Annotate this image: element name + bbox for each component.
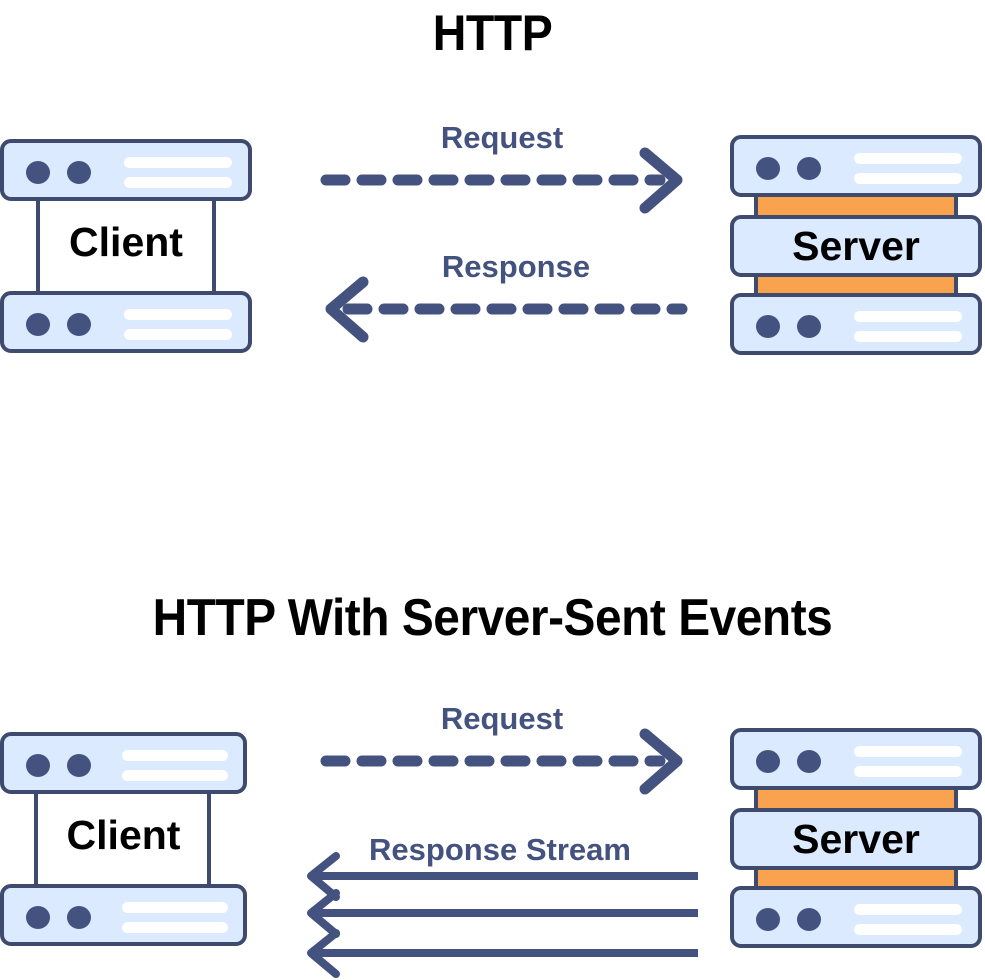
rack-slot-bar xyxy=(122,770,228,781)
arrow-left-icon xyxy=(307,852,698,978)
server-rack-unit-top xyxy=(730,135,982,197)
flow-label-response-stream: Response Stream xyxy=(369,832,631,867)
section-http: HTTP Client xyxy=(0,5,982,355)
led-dot-icon xyxy=(26,313,50,336)
rack-slot-bar xyxy=(854,311,962,322)
led-dot-icon xyxy=(67,906,91,929)
rack-slot-bar xyxy=(854,924,962,935)
rack-slot-bar xyxy=(854,766,962,777)
client-rack-unit-bottom xyxy=(0,291,252,353)
rack-slot-bar xyxy=(854,153,962,164)
rack-slot-bar xyxy=(854,904,962,915)
led-dot-icon xyxy=(67,161,91,184)
rack-slot-bar xyxy=(122,750,228,761)
server-label: Server xyxy=(792,223,920,269)
led-dot-icon xyxy=(756,157,780,180)
led-dot-icon xyxy=(26,906,50,929)
client-rack-icon: Client xyxy=(0,732,247,947)
led-dot-icon xyxy=(26,754,50,777)
arrow-right-icon xyxy=(320,147,683,214)
rack-slot-bar xyxy=(122,922,228,933)
led-dot-icon xyxy=(756,315,780,338)
flow-label-request: Request xyxy=(440,120,564,155)
led-dot-icon xyxy=(797,315,821,338)
rack-connector-right xyxy=(207,792,211,897)
client-rack-unit-top xyxy=(0,139,252,201)
led-dot-icon xyxy=(756,908,780,931)
rack-slot-bar xyxy=(124,177,232,188)
server-rack-unit-top xyxy=(730,728,982,790)
server-accent-bar xyxy=(754,786,958,812)
server-rack-unit-bottom xyxy=(730,886,982,948)
client-label: Client xyxy=(69,219,183,265)
rack-slot-bar xyxy=(854,746,962,757)
server-rack-unit-middle: Server xyxy=(730,215,982,277)
client-rack-unit-top xyxy=(0,732,247,794)
led-dot-icon xyxy=(26,161,50,184)
rack-slot-bar xyxy=(124,329,232,340)
led-dot-icon xyxy=(797,157,821,180)
rack-slot-bar xyxy=(122,902,228,913)
arrow-right-icon xyxy=(320,728,683,795)
server-rack-icon: Server xyxy=(730,135,982,355)
led-dot-icon xyxy=(756,750,780,773)
arrow-left-icon xyxy=(325,276,688,343)
flow-label-response: Response xyxy=(441,249,591,284)
rack-connector-left xyxy=(34,792,38,897)
rack-slot-bar xyxy=(854,173,962,184)
client-rack-icon: Client xyxy=(0,139,252,354)
client-rack-unit-bottom xyxy=(0,884,247,946)
flow-label-request: Request xyxy=(440,701,564,736)
server-accent-bar xyxy=(754,193,958,219)
server-rack-unit-bottom xyxy=(730,293,982,355)
rack-slot-bar xyxy=(854,331,962,342)
rack-slot-bar xyxy=(124,157,232,168)
rack-connector-right xyxy=(212,199,216,304)
page-title-sse: HTTP With Server-Sent Events xyxy=(152,589,833,647)
led-dot-icon xyxy=(67,754,91,777)
rack-slot-bar xyxy=(124,309,232,320)
led-dot-icon xyxy=(67,313,91,336)
page-title-http: HTTP xyxy=(432,5,553,61)
led-dot-icon xyxy=(797,908,821,931)
client-label: Client xyxy=(66,812,181,858)
rack-connector-left xyxy=(36,199,40,304)
server-rack-icon: Server xyxy=(730,728,982,948)
server-rack-unit-middle: Server xyxy=(730,808,982,870)
led-dot-icon xyxy=(797,750,821,773)
server-label: Server xyxy=(792,816,920,862)
section-sse: HTTP With Server-Sent Events Client xyxy=(0,560,985,978)
